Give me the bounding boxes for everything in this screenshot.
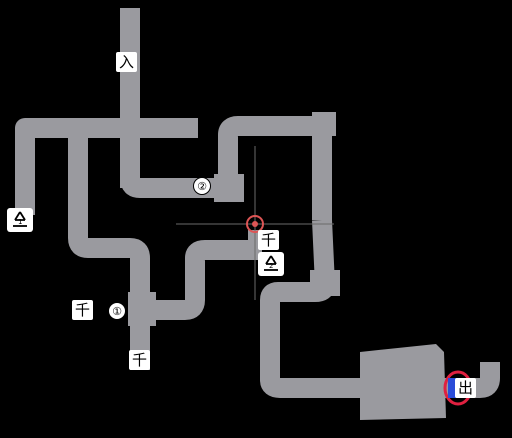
- crosshair-target-icon: [246, 215, 264, 233]
- corridors: [15, 8, 500, 398]
- svg-text:2: 2: [269, 262, 273, 270]
- marker-2-label: ②: [193, 177, 211, 195]
- thousand-bottom-label: 千: [129, 350, 151, 370]
- corridor-to-marker-2: [120, 165, 232, 198]
- corridor-lower-right: [260, 219, 370, 398]
- junction-block: [128, 292, 156, 326]
- corner-block-lower: [310, 270, 340, 296]
- thousand-left-label: 千: [72, 300, 94, 320]
- corridor-exit: [440, 362, 500, 398]
- corner-block: [312, 112, 336, 136]
- exit-label: 出: [455, 378, 477, 398]
- entrance-label: 入: [116, 52, 138, 72]
- recycle-2-icon: 2: [258, 252, 284, 276]
- corridor-upper-right-loop: [218, 116, 332, 220]
- exit-room: [360, 344, 446, 420]
- corridor-middle-link: [140, 240, 262, 320]
- corridor-upper-left: [15, 118, 198, 215]
- marker-1-label: ①: [108, 302, 126, 320]
- svg-text:1: 1: [18, 218, 22, 226]
- thousand-upper-label: 千: [258, 230, 280, 250]
- marker-2-alcove: [214, 174, 244, 202]
- recycle-1-icon: 1: [7, 208, 33, 232]
- corridor-left-drop: [68, 128, 150, 370]
